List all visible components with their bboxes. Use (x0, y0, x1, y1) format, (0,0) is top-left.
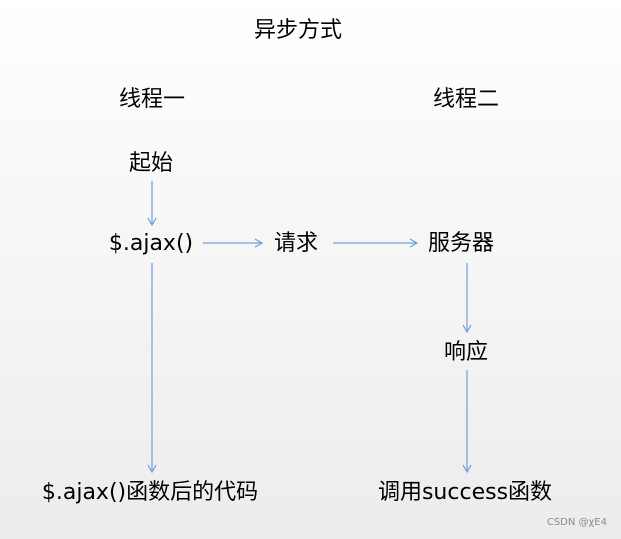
watermark: CSDN @χE4 (546, 517, 607, 528)
thread-two-label: 线程二 (432, 87, 500, 112)
response-node: 响应 (443, 340, 489, 365)
start-node: 起始 (128, 151, 174, 176)
diagram-title: 异步方式 (253, 18, 343, 43)
thread-one-label: 线程一 (118, 87, 186, 112)
server-node: 服务器 (427, 231, 495, 256)
call-success-node: 调用success函数 (377, 480, 553, 505)
code-after-ajax-node: $.ajax()函数后的代码 (41, 480, 259, 505)
ajax-node: $.ajax() (108, 231, 194, 256)
request-node: 请求 (273, 231, 319, 256)
